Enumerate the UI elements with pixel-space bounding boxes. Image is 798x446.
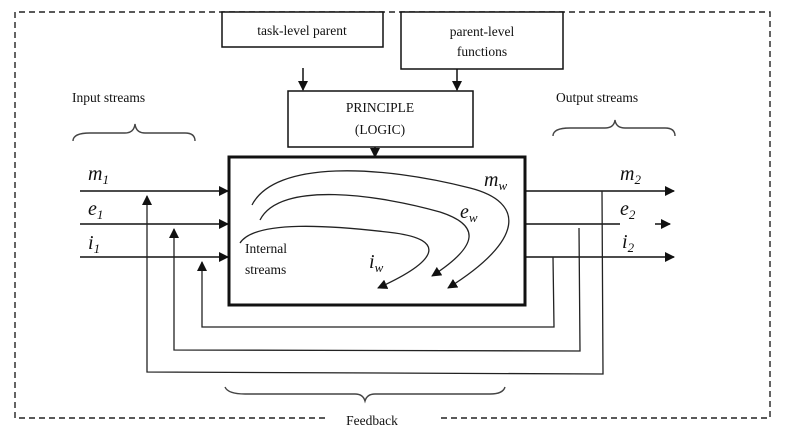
feedback-loop-m bbox=[142, 190, 604, 375]
input-streams-brace bbox=[72, 123, 196, 142]
internal-stream-e bbox=[259, 193, 470, 277]
output-streams-label: Output streams bbox=[556, 90, 638, 105]
parent-level-functions-box: parent-level functions bbox=[400, 11, 564, 70]
parent-level-functions-label-2: functions bbox=[457, 44, 507, 59]
output-streams-brace bbox=[552, 119, 676, 137]
logic-label: (LOGIC) bbox=[355, 122, 405, 137]
feedback-brace bbox=[224, 386, 506, 404]
output-label-i2: i2 bbox=[622, 231, 635, 255]
output-label-m2: m2 bbox=[620, 163, 641, 187]
internal-label-iw: iw bbox=[369, 251, 384, 275]
parent-level-functions-label-1: parent-level bbox=[450, 24, 515, 39]
internal-streams-label-2: streams bbox=[245, 262, 286, 277]
task-level-parent-label: task-level parent bbox=[257, 23, 347, 38]
input-streams-label: Input streams bbox=[72, 90, 145, 105]
input-label-i1: i1 bbox=[88, 232, 100, 256]
feedback-loop-e bbox=[169, 227, 581, 352]
feedback-loop-i bbox=[197, 256, 555, 328]
internal-label-ew: ew bbox=[460, 201, 478, 225]
output-label-e2: e2 bbox=[620, 198, 636, 222]
internal-stream-i bbox=[239, 225, 430, 289]
feedback-label: Feedback bbox=[346, 413, 398, 428]
internal-label-mw: mw bbox=[484, 169, 507, 193]
system-boundary bbox=[14, 11, 771, 419]
internal-stream-m bbox=[251, 170, 510, 289]
task-level-parent-box: task-level parent bbox=[221, 11, 384, 48]
internal-streams-label-1: Internal bbox=[245, 241, 287, 256]
input-label-m1: m1 bbox=[88, 163, 109, 187]
input-label-e1: e1 bbox=[88, 198, 103, 222]
principle-logic-box: PRINCIPLE (LOGIC) bbox=[287, 90, 474, 148]
principle-label: PRINCIPLE bbox=[346, 100, 414, 115]
